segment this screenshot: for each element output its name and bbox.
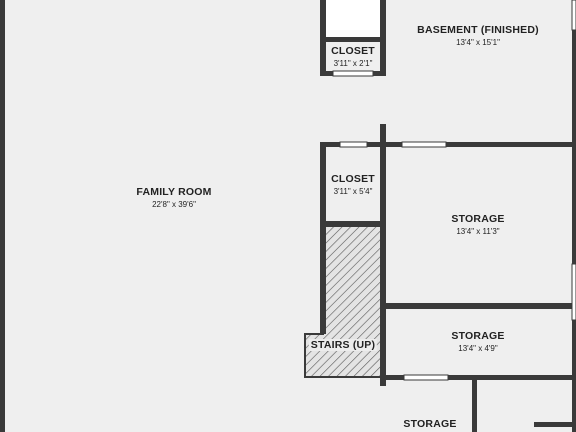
right-window: [571, 0, 576, 31]
closet-mid-bottom-wall: [320, 221, 386, 226]
storage-door-opening: [401, 141, 447, 148]
closet-mid-dims: 3'11" x 5'4": [333, 187, 373, 196]
family-room-name: FAMILY ROOM: [136, 186, 212, 198]
stairs-label: STAIRS (UP): [308, 339, 378, 351]
central-partition-wall: [380, 124, 386, 386]
left-exterior-wall: [0, 0, 5, 432]
right-exterior-wall: [572, 0, 576, 432]
closet-mid-name: CLOSET: [331, 173, 375, 185]
storage-divider-wall: [380, 303, 576, 309]
top-room-white: [326, 0, 380, 39]
closet-top-dims: 3'11" x 2'1": [333, 59, 373, 68]
storage-large-name: STORAGE: [451, 213, 505, 225]
storage-bottom-name: STORAGE: [403, 418, 457, 430]
closet-top-door-opening: [332, 70, 374, 77]
right-window-lower: [571, 263, 576, 321]
storage-bottom-door-opening: [403, 374, 449, 381]
family-room-dims: 22'8" x 39'6": [152, 200, 196, 209]
closet-mid-left-wall: [320, 142, 326, 334]
closet-top-name: CLOSET: [331, 45, 375, 57]
storage-small-name: STORAGE: [451, 330, 505, 342]
basement-room-name: BASEMENT (FINISHED): [417, 24, 539, 36]
openings: [332, 0, 576, 381]
storage-stub-wall: [472, 380, 477, 432]
storage-door-jamb: [534, 422, 576, 427]
closet-mid-top-wall: [320, 142, 576, 147]
storage-large-dims: 13'4" x 11'3": [456, 227, 500, 236]
basement-room-dims: 13'4" x 15'1": [456, 38, 500, 47]
closet-top-shelf-wall: [320, 37, 386, 42]
closet-mid-door-opening: [339, 141, 368, 148]
storage-small-dims: 13'4" x 4'9": [458, 344, 498, 353]
storage-bottom-wall: [380, 375, 576, 380]
